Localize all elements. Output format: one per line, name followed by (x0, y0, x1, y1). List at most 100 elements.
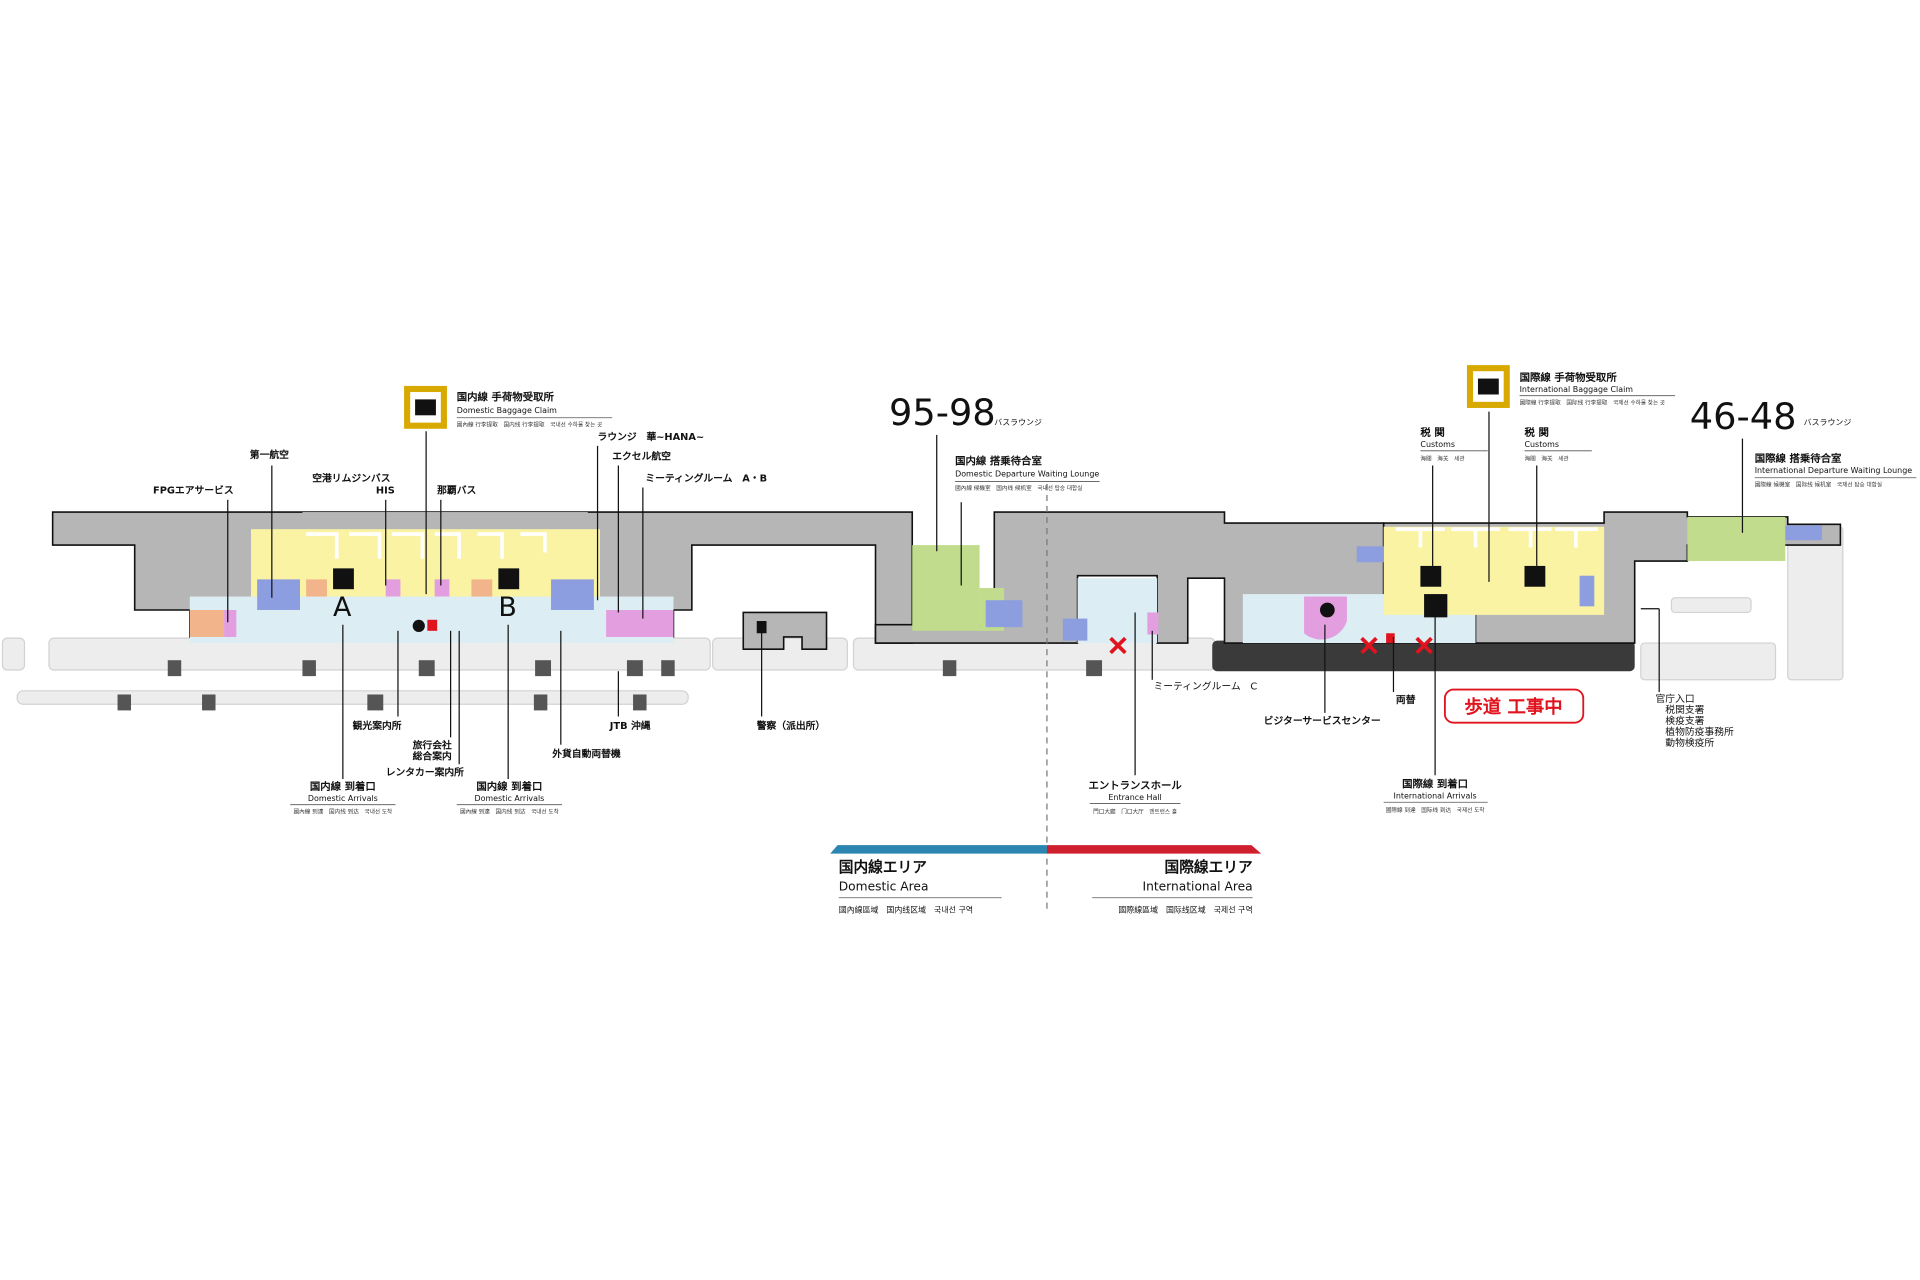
entrance-hall-label: エントランスホール Entrance Hall 門口大廳 门口大厅 엔트런스 홀 (1088, 780, 1182, 815)
leader-lines (227, 411, 1744, 779)
police-icon (756, 621, 767, 634)
label-rental-car: レンタカー案内所 (386, 765, 464, 778)
label-lounge-hana: ラウンジ 華~HANA~ (598, 430, 705, 443)
intl-bus-lounge-label: 46-48 バスラウンジ 国際線 搭乗待合室 International Dep… (1690, 395, 1917, 488)
legend-domestic-en: Domestic Area (839, 879, 929, 893)
daiichi-room (224, 610, 237, 637)
wheelchair-icon (418, 660, 435, 677)
label-jp: 税 関 (1524, 426, 1548, 439)
label-excel: エクセル航空 (612, 449, 671, 462)
information-icon (412, 619, 425, 633)
baggage-carousels (306, 532, 547, 559)
lounge-restroom (985, 600, 1023, 628)
label-sub: 門口大廳 门口大厅 엔트런스 홀 (1093, 807, 1177, 815)
bus-icon (1086, 660, 1103, 677)
label-sub: 國際線 候機室 国际线 候机室 국제선 탑승 대합실 (1755, 480, 1882, 488)
label-daiichi: 第一航空 (250, 448, 289, 461)
closed-x-icons (1109, 636, 1433, 655)
fpg-room (189, 610, 225, 637)
intl-carousels (1395, 527, 1598, 548)
intl-lounge-restroom (1785, 525, 1823, 541)
intl-bus-lounge-area (1687, 516, 1786, 562)
label-sub: 國際線 行李提取 国际线 行李提取 국제선 수하물 찾는 곳 (1520, 398, 1666, 406)
legend-domestic-jp: 国内線エリア (839, 858, 927, 876)
rental-car-icon (533, 694, 548, 711)
arrival-b-icon (498, 568, 520, 590)
restroom-b (551, 579, 594, 610)
gov-title: 官庁入口 (1656, 692, 1695, 705)
domestic-bus-lounge-area (912, 545, 980, 631)
label-jtb: JTB 沖縄 (609, 719, 651, 732)
domestic-area-bar (830, 845, 1047, 854)
label-jp: 国際線 手荷物受取所 (1520, 371, 1618, 384)
label-sub: 國內線 行李提取 国内线 行李提取 국내선 수하물 찾는 곳 (457, 420, 603, 428)
label-en: Customs (1524, 440, 1559, 449)
label-police: 警察（派出所） (756, 719, 825, 732)
label-en: International Departure Waiting Lounge (1755, 466, 1913, 475)
transport-icons (117, 621, 1103, 711)
label-fpg: FPGエアサービス (153, 484, 234, 497)
construction-text: 歩道 工事中 (1464, 696, 1562, 718)
taxi-icon (942, 660, 957, 677)
restroom-intl-right (1579, 575, 1595, 607)
customs-icon-1 (1420, 565, 1442, 587)
gov-item: 動物検疫所 (1665, 736, 1714, 749)
customs-icon-2 (1524, 565, 1546, 587)
gate-a-label: A (333, 592, 352, 623)
naha-bus-counter (434, 579, 450, 597)
label-jp: 国内線 手荷物受取所 (457, 391, 555, 404)
label-jp: 税 関 (1420, 426, 1444, 439)
restroom-a (257, 579, 300, 610)
closed-x-icon (1109, 636, 1127, 655)
entrance-hall-area (1077, 578, 1158, 644)
international-area-bar (1046, 845, 1262, 854)
currency-icon (427, 619, 438, 631)
lounge-suffix: バスラウンジ (1804, 418, 1852, 427)
visitor-service-center-area (1304, 596, 1347, 640)
label-sub: 國內線 到達 国内线 到达 국내선 도착 (460, 807, 559, 815)
label-en: Customs (1420, 440, 1455, 449)
label-visitor-center: ビジターサービスセンター (1264, 714, 1381, 727)
label-sub: 海關 海关 세관 (1524, 455, 1568, 463)
closed-x-icon (1360, 636, 1378, 655)
legend-intl-sub: 國際線區域 国际线区域 국제선 구역 (1118, 904, 1252, 914)
gov-item: 検疫支署 (1665, 714, 1704, 727)
label-tourist-info: 観光案内所 (353, 719, 402, 732)
label-travel-agency: 旅行会社 (412, 738, 452, 751)
label-jp: 国際線 搭乗待合室 (1755, 452, 1842, 465)
label-sub: 國際線 到達 国际线 到达 국제선 도착 (1386, 806, 1485, 814)
intl-baggage-area (1383, 526, 1605, 615)
gate-b-label: B (498, 592, 516, 623)
taxi-icon (202, 694, 216, 711)
label-en: Domestic Arrivals (474, 794, 544, 803)
domestic-arrivals-a-label: 国内線 到着口 Domestic Arrivals 國內線 到達 国内线 到达 … (290, 780, 396, 815)
bus-icon (626, 660, 643, 677)
intl-baggage-claim-label: 国際線 手荷物受取所 International Baggage Claim 國… (1466, 365, 1676, 408)
label-naha-bus: 那覇バス (437, 485, 476, 497)
label-jp: エントランスホール (1088, 780, 1182, 792)
label-general-info: 総合案内 (413, 749, 452, 762)
label-fx-machine: 外貨自動両替機 (551, 747, 621, 760)
bus-icon (367, 694, 384, 711)
label-jp: 国内線 到着口 (310, 780, 376, 793)
meeting-room-c (1147, 612, 1159, 635)
legend-intl-jp: 国際線エリア (1165, 858, 1253, 876)
customs-label-1: 税 関 Customs 海關 海关 세관 (1420, 426, 1488, 463)
area-legend: 国内線エリア Domestic Area 國內線區域 国内线区域 국내선 구역 … (830, 845, 1262, 914)
label-en: Entrance Hall (1108, 793, 1161, 802)
domestic-bus-lounge-label: 95-98 バスラウンジ 国内線 搭乗待合室 Domestic Departur… (889, 391, 1100, 492)
label-en: International Baggage Claim (1520, 385, 1634, 394)
label-en: Domestic Baggage Claim (457, 406, 557, 415)
label-limousine: 空港リムジンバス (312, 471, 390, 484)
customs-label-2: 税 関 Customs 海關 海关 세관 (1524, 426, 1592, 463)
restroom-intl-left (1356, 546, 1384, 563)
question-icon (1320, 602, 1335, 618)
entrance-restroom (1062, 618, 1088, 641)
restaurant-a (306, 579, 327, 597)
gov-entrance-label: 官庁入口 税関支署 検疫支署 植物防疫事務所 動物検疫所 (1656, 692, 1734, 749)
label-jp: 国内線 搭乗待合室 (955, 454, 1042, 467)
taxi-icon (167, 660, 182, 677)
legend-domestic-sub: 國內線區域 国内线区域 국내선 구역 (839, 904, 973, 914)
arrival-intl-icon (1424, 594, 1448, 618)
